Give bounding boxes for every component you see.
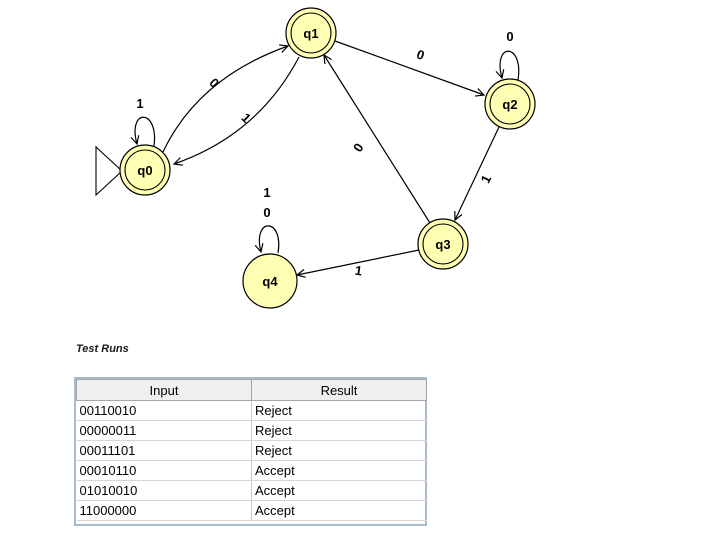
table-row[interactable]: 00011101 Reject	[76, 440, 427, 461]
state-q4-label: q4	[262, 274, 278, 289]
result-cell[interactable]: Accept	[251, 480, 427, 501]
state-q1-label: q1	[303, 26, 318, 41]
result-cell[interactable]: Reject	[251, 400, 427, 421]
state-q2-label: q2	[502, 97, 517, 112]
transition-q0-q0-label: 1	[136, 96, 143, 111]
automaton-diagram: 1 0 1 0 0 1 0 1 1 0 q0 q1 q2 q3	[95, 7, 536, 309]
test-runs-title: Test Runs	[76, 343, 129, 355]
transition-q3-q1-label: 0	[350, 140, 366, 154]
table-row[interactable]: 01010010 Accept	[76, 480, 427, 501]
transition-q1-q2-label: 0	[415, 46, 427, 63]
transition-q1-q2	[334, 40, 486, 97]
transition-q2-q3	[454, 126, 500, 222]
transition-q4-q4	[254, 225, 280, 254]
input-cell[interactable]: 00000011	[76, 420, 252, 441]
table-row[interactable]: 00000011 Reject	[76, 420, 427, 441]
transition-q3-q1	[323, 53, 431, 224]
transition-q1-q0	[172, 56, 300, 166]
initial-state-arrow	[95, 145, 123, 197]
table-header-row: Input Result	[76, 379, 427, 401]
state-q3[interactable]: q3	[417, 218, 469, 270]
state-q2[interactable]: q2	[484, 78, 536, 130]
column-header-input[interactable]: Input	[76, 379, 252, 401]
state-q1[interactable]: q1	[285, 7, 337, 59]
table-row[interactable]: 00010110 Accept	[76, 460, 427, 481]
state-q0[interactable]: q0	[119, 144, 171, 196]
state-q4[interactable]: q4	[242, 253, 298, 309]
transition-q2-q2-label: 0	[506, 29, 513, 44]
result-cell[interactable]: Reject	[251, 440, 427, 461]
transition-q3-q4-label: 1	[354, 263, 363, 279]
input-cell[interactable]: 00011101	[76, 440, 252, 461]
transition-q3-q4	[295, 249, 420, 278]
transition-q4-q4-label-0: 0	[263, 205, 270, 220]
result-cell[interactable]: Reject	[251, 420, 427, 441]
input-cell[interactable]: 11000000	[76, 500, 252, 521]
table-row[interactable]: 11000000 Accept	[76, 500, 427, 521]
input-cell[interactable]: 00110010	[76, 400, 252, 421]
test-runs-table-container: Input Result 00110010 Reject 00000011 Re…	[74, 377, 427, 526]
column-header-result[interactable]: Result	[251, 379, 427, 401]
table-row[interactable]: 00110010 Reject	[76, 400, 427, 421]
input-cell[interactable]: 00010110	[76, 460, 252, 481]
transition-q0-q0	[130, 116, 156, 147]
transition-q2-q2	[495, 50, 520, 81]
transition-q0-q1	[162, 44, 290, 153]
result-cell[interactable]: Accept	[251, 460, 427, 481]
result-cell[interactable]: Accept	[251, 500, 427, 521]
state-q0-label: q0	[137, 163, 152, 178]
input-cell[interactable]: 01010010	[76, 480, 252, 501]
transition-q2-q3-label: 1	[478, 172, 495, 185]
state-q3-label: q3	[435, 237, 450, 252]
test-runs-table: Input Result 00110010 Reject 00000011 Re…	[76, 379, 427, 521]
transition-q4-q4-label-1: 1	[263, 185, 270, 200]
